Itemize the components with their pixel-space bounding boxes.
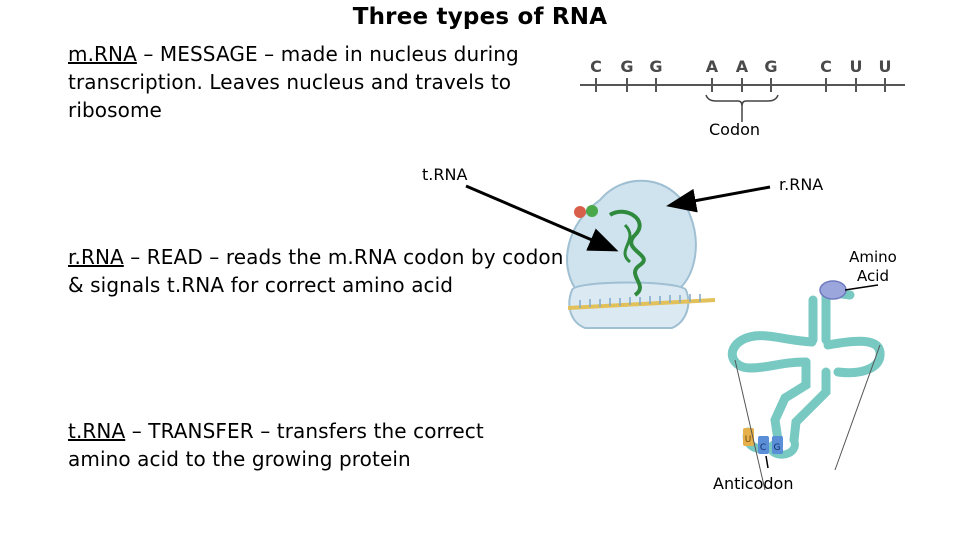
- trna-frame-line: [734, 359, 766, 491]
- ribosome-illustration: [566, 179, 716, 329]
- svg-text:G: G: [774, 443, 781, 453]
- mrna-text: – MESSAGE – made in nucleus during trans…: [68, 42, 519, 122]
- nucleotide-7: C: [820, 57, 832, 76]
- codon-bracket: [705, 94, 779, 107]
- mrna-description: m.RNA – MESSAGE – made in nucleus during…: [68, 40, 578, 124]
- rrna-description: r.RNA – READ – reads the m.RNA codon by …: [68, 243, 573, 299]
- anticodon-label: Anticodon: [713, 474, 794, 493]
- amino-label-line1: Amino: [849, 248, 897, 266]
- nucleotide-3: G: [649, 57, 663, 76]
- anticodon-base-g: [772, 436, 783, 454]
- rrna-arrow: [666, 185, 771, 213]
- trna-description: t.RNA – TRANSFER – transfers the correct…: [68, 417, 548, 473]
- anticodon-pointer: [765, 455, 769, 469]
- rrna-term: r.RNA: [68, 245, 124, 269]
- trna-frame-line-right: [834, 344, 881, 471]
- anticodon-base-c: [758, 436, 769, 454]
- nucleotide-4: A: [705, 57, 719, 76]
- trna-term: t.RNA: [68, 419, 126, 443]
- trna-text: – TRANSFER – transfers the correct amino…: [68, 419, 484, 471]
- amino-acid-pointer: [844, 284, 879, 291]
- rrna-text: – READ – reads the m.RNA codon by codon …: [68, 245, 564, 297]
- svg-text:U: U: [745, 435, 752, 445]
- nucleotide-6: G: [764, 57, 778, 76]
- amino-label-line2: Acid: [857, 267, 889, 285]
- codon-label: Codon: [709, 120, 761, 139]
- nucleotide-2: G: [620, 57, 634, 76]
- trna-cloverleaf: U C G: [727, 280, 885, 459]
- rrna-label: r.RNA: [779, 175, 824, 194]
- amino-acid-green-ball: [586, 205, 598, 217]
- amino-acid-red-ball: [574, 206, 586, 218]
- svg-text:C: C: [760, 443, 766, 453]
- nucleotide-8: U: [849, 57, 863, 76]
- nucleotide-5: A: [735, 57, 749, 76]
- nucleotide-1: C: [590, 57, 602, 76]
- mrna-sequence-strand: [580, 78, 905, 92]
- trna-in-ribosome: [608, 209, 646, 297]
- page-title: Three types of RNA: [352, 4, 608, 30]
- nucleotide-9: U: [878, 57, 892, 76]
- trna-label: t.RNA: [422, 165, 468, 184]
- mrna-term: m.RNA: [68, 42, 137, 66]
- trna-arrow: [465, 184, 619, 252]
